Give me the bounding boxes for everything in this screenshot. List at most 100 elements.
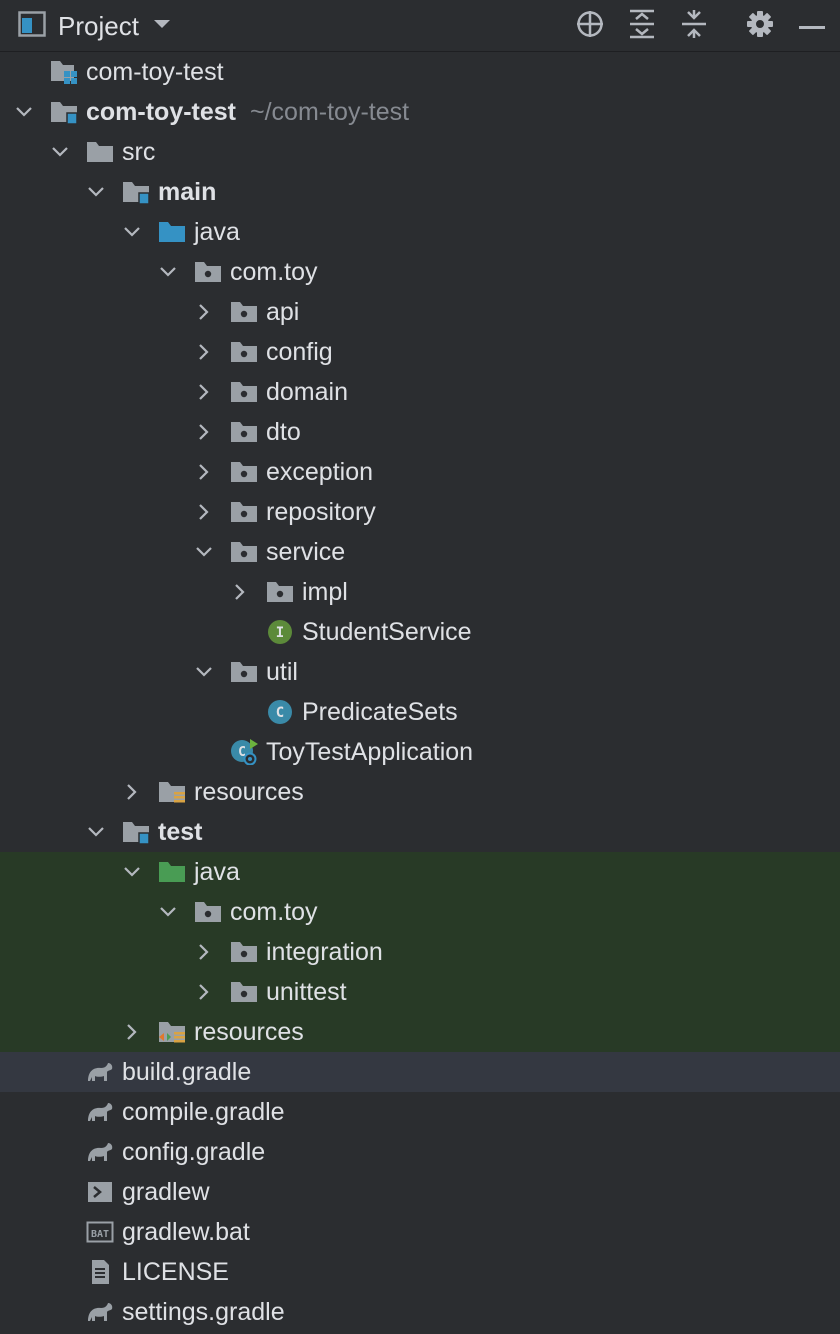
tree-node-label: exception <box>266 452 373 492</box>
tree-node-com-toy-test[interactable]: com-toy-test~/com-toy-test <box>0 92 840 132</box>
module-path-hint: ~/com-toy-test <box>250 98 410 126</box>
tree-node-text: resources <box>194 1018 304 1046</box>
tree-node-gradlew[interactable]: gradlew <box>0 1172 840 1212</box>
test-resources-folder-icon <box>158 1019 186 1045</box>
tree-node-text: gradlew.bat <box>122 1218 250 1246</box>
tree-node-unittest[interactable]: unittest <box>0 972 840 1012</box>
chevron-right-icon[interactable] <box>194 332 214 372</box>
tree-node-domain[interactable]: domain <box>0 372 840 412</box>
chevron-down-icon[interactable] <box>194 532 214 572</box>
tree-node-gradlew-bat[interactable]: BAT gradlew.bat <box>0 1212 840 1252</box>
tree-node-label: com.toy <box>230 252 318 292</box>
tree-node-api[interactable]: api <box>0 292 840 332</box>
tree-node-com-toy-test[interactable]: com-toy-test <box>0 52 840 92</box>
tree-node-label: config.gradle <box>122 1132 265 1172</box>
tree-node-text: src <box>122 138 156 166</box>
tree-node-label: dto <box>266 412 301 452</box>
tree-node-com-toy[interactable]: com.toy <box>0 252 840 292</box>
package-icon <box>194 899 222 925</box>
tree-node-text: build.gradle <box>122 1058 252 1086</box>
tree-node-text: gradlew <box>122 1178 210 1206</box>
tree-node-label: unittest <box>266 972 347 1012</box>
module-root-folder-icon <box>50 99 78 125</box>
chevron-right-icon[interactable] <box>194 972 214 1012</box>
tree-node-config[interactable]: config <box>0 332 840 372</box>
chevron-right-icon[interactable] <box>194 292 214 332</box>
chevron-down-icon[interactable] <box>122 212 142 252</box>
chevron-down-icon[interactable] <box>86 812 106 852</box>
tree-node-service[interactable]: service <box>0 532 840 572</box>
chevron-right-icon[interactable] <box>194 452 214 492</box>
resources-folder-icon <box>158 779 186 805</box>
hide-button[interactable] <box>794 8 830 44</box>
tree-node-dto[interactable]: dto <box>0 412 840 452</box>
tree-node-test[interactable]: test <box>0 812 840 852</box>
chevron-right-icon[interactable] <box>194 372 214 412</box>
tree-node-label: settings.gradle <box>122 1292 285 1332</box>
spring-boot-app-icon: C <box>230 739 258 766</box>
tree-node-text: compile.gradle <box>122 1098 285 1126</box>
tree-node-compile-gradle[interactable]: compile.gradle <box>0 1092 840 1132</box>
package-icon <box>230 939 258 965</box>
project-window-icon <box>18 10 46 42</box>
tree-node-exception[interactable]: exception <box>0 452 840 492</box>
select-opened-file-button[interactable] <box>572 8 608 44</box>
project-view-selector[interactable]: Project <box>18 10 171 42</box>
tree-node-text: resources <box>194 778 304 806</box>
tree-node-main[interactable]: main <box>0 172 840 212</box>
tree-node-impl[interactable]: impl <box>0 572 840 612</box>
tree-node-java[interactable]: java <box>0 212 840 252</box>
tree-node-text: java <box>194 218 240 246</box>
chevron-right-icon[interactable] <box>194 492 214 532</box>
tree-node-label: build.gradle <box>122 1052 251 1092</box>
tree-node-build-gradle[interactable]: build.gradle <box>0 1052 840 1092</box>
gradle-icon <box>86 1299 114 1325</box>
chevron-right-icon[interactable] <box>230 572 250 612</box>
source-root-folder-icon <box>158 219 186 245</box>
tree-node-text: service <box>266 538 346 566</box>
tree-node-config-gradle[interactable]: config.gradle <box>0 1132 840 1172</box>
chevron-right-icon[interactable] <box>194 932 214 972</box>
tree-node-util[interactable]: util <box>0 652 840 692</box>
svg-text:I: I <box>276 625 284 641</box>
tree-node-java[interactable]: java <box>0 852 840 892</box>
tree-node-repository[interactable]: repository <box>0 492 840 532</box>
collapse-all-button[interactable] <box>676 8 712 44</box>
tree-node-resources[interactable]: resources <box>0 772 840 812</box>
svg-text:BAT: BAT <box>91 1229 109 1240</box>
chevron-right-icon[interactable] <box>194 412 214 452</box>
chevron-down-icon[interactable] <box>158 252 178 292</box>
chevron-down-icon[interactable] <box>194 652 214 692</box>
expand-all-button[interactable] <box>624 8 660 44</box>
tree-node-settings-gradle[interactable]: settings.gradle <box>0 1292 840 1332</box>
tree-node-text: LICENSE <box>122 1258 229 1286</box>
bat-file-icon: BAT <box>86 1219 114 1245</box>
options-button[interactable] <box>742 8 778 44</box>
tree-node-integration[interactable]: integration <box>0 932 840 972</box>
tree-node-text: com.toy <box>230 258 318 286</box>
source-set-folder-icon <box>122 179 150 205</box>
tree-node-text: dto <box>266 418 301 446</box>
chevron-right-icon[interactable] <box>122 1012 142 1052</box>
chevron-down-icon[interactable] <box>158 892 178 932</box>
svg-text:C: C <box>276 705 284 721</box>
tree-node-com-toy[interactable]: com.toy <box>0 892 840 932</box>
chevron-right-icon[interactable] <box>122 772 142 812</box>
tree-node-resources[interactable]: resources <box>0 1012 840 1052</box>
package-icon <box>230 499 258 525</box>
chevron-down-icon[interactable] <box>122 852 142 892</box>
project-view-title: Project <box>58 10 139 41</box>
tree-node-text: com-toy-test <box>86 58 224 86</box>
tree-node-license[interactable]: LICENSE <box>0 1252 840 1292</box>
tree-node-label: impl <box>302 572 348 612</box>
expand-all-icon <box>628 9 656 44</box>
chevron-down-icon[interactable] <box>50 132 70 172</box>
chevron-down-icon[interactable] <box>14 92 34 132</box>
tree-node-label: repository <box>266 492 376 532</box>
chevron-down-icon[interactable] <box>86 172 106 212</box>
tree-node-label: gradlew <box>122 1172 210 1212</box>
tree-node-src[interactable]: src <box>0 132 840 172</box>
